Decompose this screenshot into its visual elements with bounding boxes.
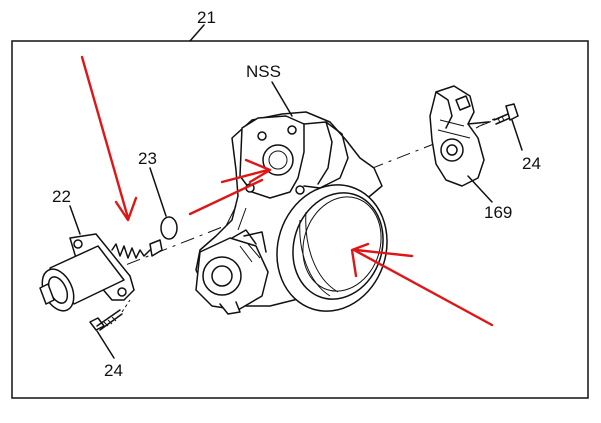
valve-leader xyxy=(69,205,81,235)
label-screw-bottom: 24 xyxy=(104,361,123,380)
red-arrow-port-upper xyxy=(220,158,272,184)
screw-right xyxy=(475,103,519,129)
throttle-bore xyxy=(276,184,388,312)
idle-air-control-valve xyxy=(39,233,163,312)
throttle-lever xyxy=(195,229,269,315)
label-screw-right: 24 xyxy=(522,154,541,173)
label-nss: NSS xyxy=(246,62,281,81)
screw-bottom xyxy=(89,299,131,331)
label-sensor: 169 xyxy=(484,203,512,222)
red-arrow-valve xyxy=(80,55,138,222)
gasket-leader xyxy=(149,167,167,217)
diagram-frame xyxy=(11,40,589,399)
red-arrow-bore xyxy=(350,242,494,327)
screw-right-leader xyxy=(511,119,523,151)
nss-leader xyxy=(271,81,293,117)
screw-bottom-leader xyxy=(96,330,115,359)
sensor-leader xyxy=(467,175,493,203)
red-arrow-port-lower xyxy=(188,178,264,216)
label-assembly: 21 xyxy=(197,8,216,27)
gasket-o-ring xyxy=(160,216,178,240)
throttle-position-sensor xyxy=(429,85,489,187)
intake-port xyxy=(262,144,294,176)
assembly-leader xyxy=(189,24,205,42)
label-valve: 22 xyxy=(52,187,71,206)
label-gasket: 23 xyxy=(138,149,157,168)
